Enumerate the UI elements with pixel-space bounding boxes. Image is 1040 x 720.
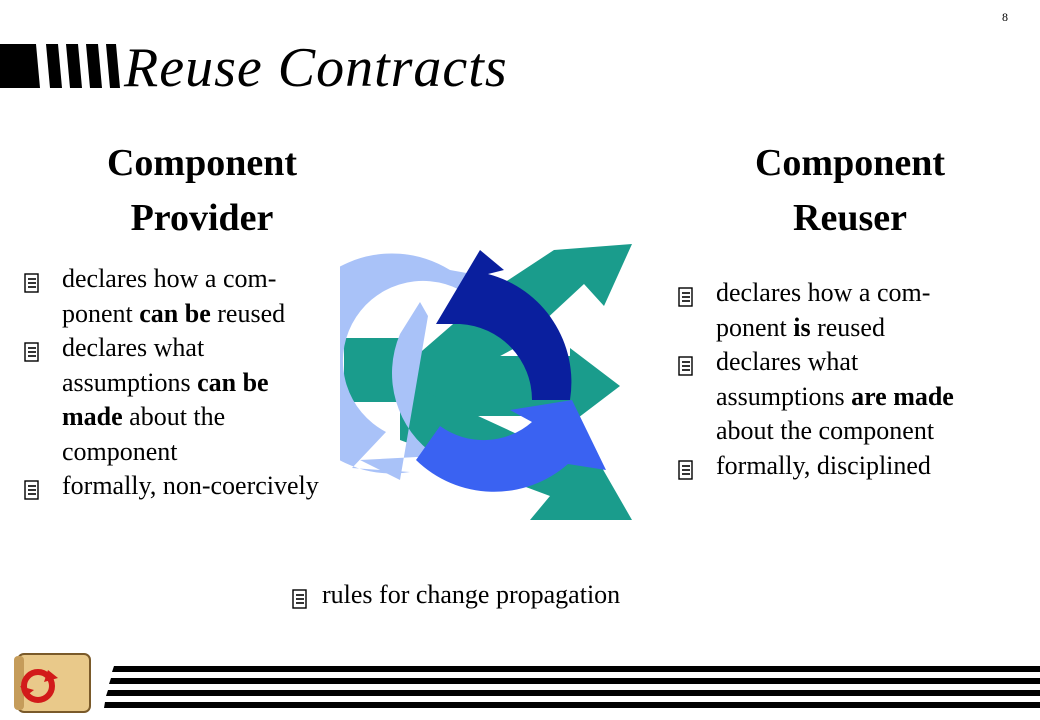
bullet-line: formally, non-coercively [62, 469, 394, 504]
reuser-heading-line-1: Component [754, 142, 946, 184]
bullet-text: formally, disciplined [716, 450, 931, 480]
book-bullet-icon [678, 282, 694, 307]
cycle-arrows-icon [340, 244, 632, 520]
bullet-emphasis: can be [197, 367, 269, 397]
bullet-text: ponent [62, 298, 140, 328]
book-bullet-icon [24, 337, 40, 362]
bullet-text: declares what [62, 333, 205, 363]
reuser-heading: Component Reuser [712, 136, 988, 246]
bullet-text: about the component [716, 416, 935, 446]
bullet-text: about the [122, 402, 226, 432]
bullet-text: reused [810, 312, 885, 342]
reuser-heading-line-2: Reuser [793, 197, 907, 240]
title-bars-decoration [0, 44, 120, 88]
bullet-text: assumptions [716, 381, 852, 411]
bottom-bullet: rules for change propagation [282, 580, 620, 610]
bullet-emphasis: is [793, 312, 811, 342]
bullet-line: assumptions are made [716, 380, 1040, 415]
provider-heading: Component Provider [70, 136, 334, 246]
bullet-line: about the component [716, 414, 1040, 449]
bullet-line: ponent is reused [716, 311, 1040, 346]
bottom-bullet-item: rules for change propagation [282, 580, 620, 610]
bullet-text: formally, non-coercively [62, 471, 319, 501]
provider-heading-line-1: Component [106, 142, 298, 184]
bullet-text: declares how a com- [62, 264, 277, 293]
bottom-bullet-text: rules for change propagation [322, 580, 621, 609]
bullet-line: declares what [62, 331, 394, 366]
bottom-rule-decoration [104, 666, 1040, 708]
book-bullet-icon [24, 268, 40, 293]
reuser-bullet-item: declares how a com-ponent is reused [668, 276, 1040, 345]
reuser-bullet-item: formally, disciplined [668, 449, 1040, 484]
bullet-text: declares how a com- [716, 278, 931, 307]
provider-bullet-item: declares how a com-ponent can be reused [14, 262, 394, 331]
book-bullet-icon [678, 455, 694, 480]
book-bullet-icon [678, 351, 694, 376]
slide-title: Reuse Contracts [124, 37, 508, 99]
bullet-line: declares how a com- [62, 262, 394, 297]
bullet-emphasis: are made [851, 381, 954, 411]
bullet-line: assumptions can be [62, 366, 394, 401]
provider-heading-line-2: Provider [130, 197, 274, 240]
provider-bullet-item: formally, non-coercively [14, 469, 394, 504]
bullet-text: declares what [716, 347, 859, 377]
bullet-line: formally, disciplined [716, 449, 1040, 484]
bullet-line: declares what [716, 345, 1040, 380]
page-number: 8 [1002, 10, 1008, 24]
bullet-line: made about the [62, 400, 394, 435]
reuse-contracts-logo [14, 653, 91, 713]
bullet-emphasis: made [62, 402, 123, 432]
bullet-emphasis: can be [139, 298, 211, 328]
book-bullet-icon [292, 586, 308, 609]
bullet-line: declares how a com- [716, 276, 1040, 311]
book-bullet-icon [24, 475, 40, 501]
bullet-line: component [62, 435, 394, 470]
bullet-text: reused [210, 298, 286, 328]
bullet-text: assumptions [62, 367, 198, 397]
bullet-line: ponent can be reused [62, 297, 394, 332]
bullet-text: component [62, 436, 178, 466]
bullet-text: ponent [716, 312, 794, 342]
